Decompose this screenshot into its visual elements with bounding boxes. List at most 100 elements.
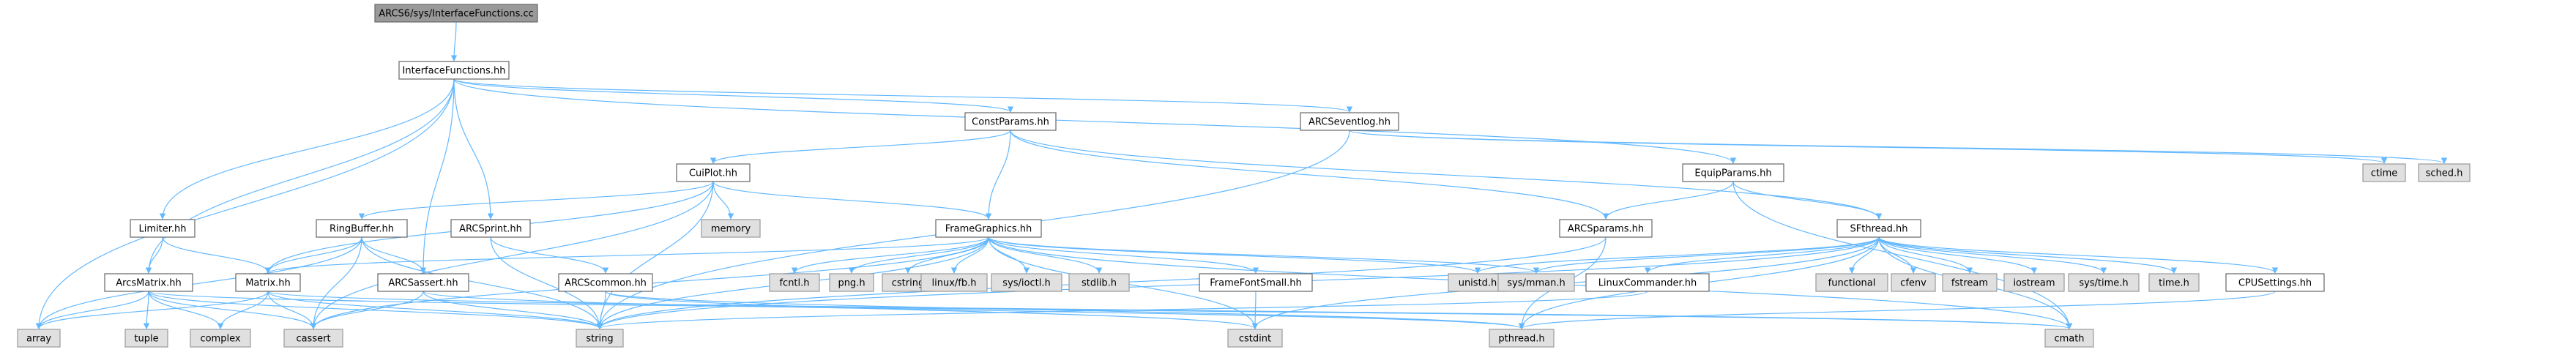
edge-sfthread-to-sysmman: [1533, 236, 1880, 274]
edge-interface-to-arcsmatrix: [145, 78, 455, 274]
node-unistd: unistd.h: [1448, 273, 1508, 292]
edge-root-to-interface: [450, 21, 458, 61]
node-label-fcntl: fcntl.h: [779, 278, 809, 289]
edge-constparams-to-cuiplot: [710, 130, 1011, 164]
node-label-string: string: [586, 334, 613, 345]
node-label-linuxfb: linux/fb.h: [932, 278, 977, 289]
node-iostream: iostream: [2003, 273, 2065, 292]
node-timeh: time.h: [2148, 273, 2200, 292]
node-label-cstdint: cstdint: [1239, 334, 1271, 345]
edge-interface-to-arcseventlog: [453, 78, 1352, 113]
node-ringbuffer[interactable]: RingBuffer.hh: [316, 219, 408, 238]
edge-interface-to-limiter: [159, 78, 455, 220]
dependency-edges: [35, 21, 2447, 329]
edge-cuiplot-to-framegraphics: [712, 181, 992, 220]
node-sfthread[interactable]: SFthread.hh: [1836, 219, 1921, 238]
node-arcsparams[interactable]: ARCSparams.hh: [1559, 219, 1653, 238]
node-label-tuple: tuple: [134, 334, 158, 345]
edge-linuxcommander-to-string: [597, 291, 1648, 329]
node-label-iostream: iostream: [2013, 278, 2055, 289]
node-equipparams[interactable]: EquipParams.hh: [1682, 163, 1784, 182]
edge-arcsmatrix-to-complex: [148, 291, 224, 329]
edge-arcsprint-to-string: [490, 236, 603, 329]
edge-matrix-to-cmath: [267, 291, 2072, 329]
edge-ringbuffer-to-array: [35, 236, 362, 329]
edge-arcseventlog-to-sched: [1349, 130, 2447, 164]
node-label-memory: memory: [711, 224, 751, 235]
node-label-ringbuffer: RingBuffer.hh: [330, 224, 394, 235]
edge-cuiplot-to-ringbuffer: [358, 181, 714, 220]
node-label-arcsparams: ARCSparams.hh: [1568, 224, 1644, 235]
node-label-matrix: Matrix.hh: [245, 278, 291, 289]
edge-arcsprint-to-arcscommon: [490, 236, 609, 274]
edge-cuiplot-to-cassert: [310, 181, 714, 329]
edge-constparams-to-framegraphics: [985, 130, 1011, 220]
node-label-cassert: cassert: [296, 334, 330, 345]
node-label-arcsprint: ARCSprint.hh: [459, 224, 522, 235]
node-memory: memory: [701, 219, 761, 238]
node-linuxcommander[interactable]: LinuxCommander.hh: [1585, 273, 1710, 292]
edge-interface-to-constparams: [453, 78, 1013, 113]
node-framefontsmall[interactable]: FrameFontSmall.hh: [1199, 273, 1313, 292]
edge-interface-to-array: [35, 78, 455, 329]
edge-sfthread-to-iostream: [1878, 236, 2038, 274]
edge-equipparams-to-cmath: [1732, 181, 2073, 329]
file-nodes: ARCS6/sys/InterfaceFunctions.ccInterface…: [17, 4, 2471, 348]
node-label-constparams: ConstParams.hh: [972, 117, 1049, 128]
edge-framegraphics-to-sysmman: [988, 236, 1539, 274]
node-pthread: pthread.h: [1489, 329, 1555, 348]
node-matrix[interactable]: Matrix.hh: [235, 273, 301, 292]
node-label-interface: InterfaceFunctions.hh: [403, 66, 506, 77]
node-label-functional: functional: [1828, 278, 1876, 289]
edge-ringbuffer-to-arcsassert: [361, 236, 427, 274]
node-limiter[interactable]: Limiter.hh: [130, 219, 196, 238]
node-label-cpusettings: CPUSettings.hh: [2238, 278, 2312, 289]
node-root: ARCS6/sys/InterfaceFunctions.cc: [374, 4, 538, 23]
edge-matrix-to-string: [267, 291, 603, 329]
node-ctime: ctime: [2362, 163, 2406, 182]
node-fstream: fstream: [1942, 273, 1998, 292]
node-arcseventlog[interactable]: ARCSeventlog.hh: [1300, 112, 1399, 131]
node-arcscommon[interactable]: ARCScommon.hh: [558, 273, 653, 292]
node-interface[interactable]: InterfaceFunctions.hh: [398, 61, 510, 80]
node-string: string: [576, 329, 624, 348]
node-functional: functional: [1815, 273, 1888, 292]
node-arcsprint[interactable]: ARCSprint.hh: [450, 219, 531, 238]
edge-constparams-to-sfthread: [1010, 130, 1883, 220]
node-label-png: png.h: [838, 278, 865, 289]
node-label-sfthread: SFthread.hh: [1850, 224, 1908, 235]
node-fcntl: fcntl.h: [769, 273, 820, 292]
node-label-array: array: [26, 334, 51, 345]
node-arcsassert[interactable]: ARCSassert.hh: [377, 273, 469, 292]
edge-framegraphics-to-png: [848, 236, 989, 274]
node-label-stdlib: stdlib.h: [1082, 278, 1117, 289]
node-tuple: tuple: [124, 329, 168, 348]
node-complex: complex: [190, 329, 251, 348]
node-png: png.h: [829, 273, 874, 292]
node-label-fstream: fstream: [1951, 278, 1988, 289]
edge-sfthread-to-linuxcommander: [1644, 236, 1880, 274]
node-label-sysmman: sys/mman.h: [1507, 278, 1566, 289]
node-label-arcseventlog: ARCSeventlog.hh: [1309, 117, 1391, 128]
node-constparams[interactable]: ConstParams.hh: [964, 112, 1057, 131]
node-sched: sched.h: [2418, 163, 2471, 182]
edge-framegraphics-to-matrix: [265, 236, 989, 274]
node-cpusettings[interactable]: CPUSettings.hh: [2225, 273, 2325, 292]
node-framegraphics[interactable]: FrameGraphics.hh: [935, 219, 1042, 238]
edge-ringbuffer-to-cassert: [310, 236, 362, 329]
node-cstdint: cstdint: [1227, 329, 1283, 348]
edge-sfthread-to-cpusettings: [1878, 236, 2279, 274]
edge-arcsassert-to-pthread: [422, 291, 1525, 329]
edge-sfthread-to-timeh: [1878, 236, 2178, 274]
node-cfenv: cfenv: [1891, 273, 1936, 292]
edge-framefontsmall-to-cstdint: [1251, 291, 1259, 329]
node-cuiplot[interactable]: CuiPlot.hh: [676, 163, 751, 182]
node-sysioctl: sys/ioctl.h: [991, 273, 1062, 292]
edge-constparams-to-arcsparams: [1010, 130, 1609, 220]
node-linuxfb: linux/fb.h: [920, 273, 988, 292]
edge-sfthread-to-unistd: [1474, 236, 1880, 274]
node-systime: sys/time.h: [2068, 273, 2140, 292]
node-arcsmatrix[interactable]: ArcsMatrix.hh: [104, 273, 193, 292]
edge-matrix-to-complex: [217, 291, 269, 329]
edge-interface-to-equipparams: [453, 78, 1736, 164]
